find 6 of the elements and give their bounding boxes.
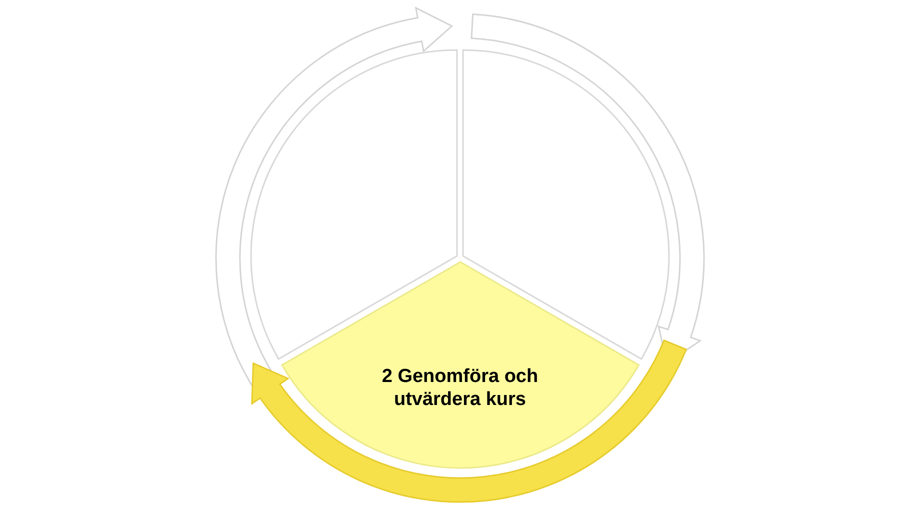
curved-arrow xyxy=(251,340,687,502)
sector-label: 2 Genomföra och utvärdera kurs xyxy=(380,365,540,411)
curved-arrow xyxy=(216,7,453,388)
cycle-sector xyxy=(282,262,638,468)
cycle-sector xyxy=(463,50,670,359)
cycle-sector xyxy=(250,50,457,359)
